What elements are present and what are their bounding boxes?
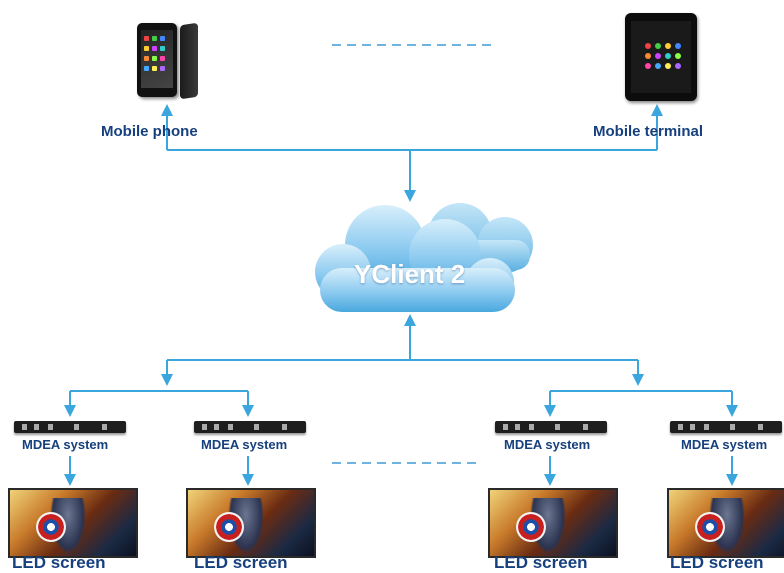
mobile-phone-side-icon xyxy=(180,22,198,100)
mdea-system-label: MDEA system xyxy=(504,437,591,452)
bottom-bus xyxy=(64,314,738,486)
led-screen-label: LED screen xyxy=(194,553,288,572)
mdea-device-icon xyxy=(670,421,782,433)
mdea-system-label: MDEA system xyxy=(22,437,109,452)
led-screen-image xyxy=(667,488,784,558)
led-screen-label: LED screen xyxy=(494,553,588,572)
cloud-label: YClient 2 xyxy=(354,259,466,289)
led-screen-image xyxy=(186,488,316,558)
led-screen-label: LED screen xyxy=(12,553,106,572)
led-screen-image xyxy=(8,488,138,558)
led-screen-label: LED screen xyxy=(670,553,764,572)
mdea-system-label: MDEA system xyxy=(681,437,768,452)
mobile-terminal-label: Mobile terminal xyxy=(593,123,704,140)
mdea-device-icon xyxy=(495,421,607,433)
mdea-system-label: MDEA system xyxy=(201,437,288,452)
mobile-phone-label: Mobile phone xyxy=(101,123,198,140)
top-bus xyxy=(161,104,663,202)
mobile-phone-icon xyxy=(137,23,177,97)
mdea-device-icon xyxy=(194,421,306,433)
led-screen-image xyxy=(488,488,618,558)
tablet-icon xyxy=(625,13,697,101)
mdea-device-icon xyxy=(14,421,126,433)
cloud-shape xyxy=(315,203,533,312)
